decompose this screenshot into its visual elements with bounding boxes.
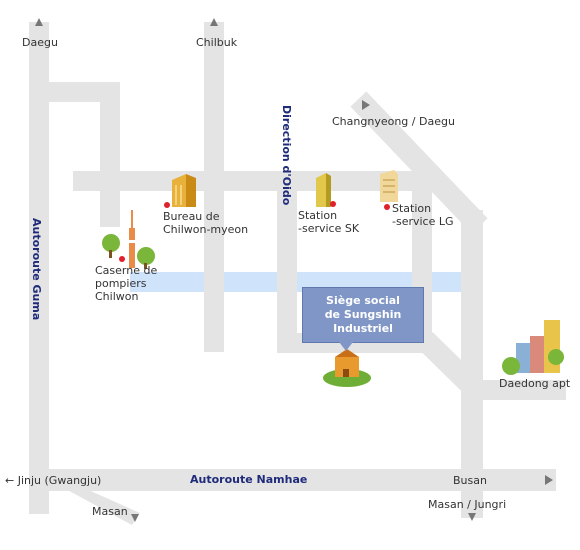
label-fire-line1: Caserne de bbox=[95, 264, 158, 277]
label-direction-oido: Direction d'Oido bbox=[280, 105, 293, 206]
arrow-icon bbox=[362, 100, 370, 110]
tree-icon bbox=[102, 234, 155, 269]
label-bureau-chilwon: Bureau de Chilwon-myeon bbox=[163, 210, 248, 236]
arrow-icon bbox=[210, 18, 218, 26]
callout-line1: Siège social bbox=[326, 294, 400, 307]
label-masan: Masan bbox=[92, 505, 128, 518]
callout-pointer bbox=[339, 342, 353, 351]
label-bureau-line2: Chilwon-myeon bbox=[163, 223, 249, 236]
building-icon bbox=[502, 320, 564, 375]
road-guma bbox=[29, 22, 49, 514]
road-oido bbox=[277, 171, 297, 353]
marker-dot-icon bbox=[119, 256, 125, 262]
label-lg-line2: -service LG bbox=[392, 215, 454, 228]
callout-line2: de Sungshin bbox=[324, 308, 402, 321]
label-sk-line2: -service SK bbox=[298, 222, 360, 235]
building-icon bbox=[172, 174, 196, 207]
label-fire-line2: pompiers bbox=[95, 277, 147, 290]
arrow-icon bbox=[131, 514, 139, 522]
road-namhae bbox=[29, 469, 556, 491]
arrow-icon bbox=[468, 513, 476, 521]
destination-callout: Siège social de Sungshin Industriel bbox=[302, 287, 424, 343]
tower-icon bbox=[128, 210, 136, 268]
label-bureau-line1: Bureau de bbox=[163, 210, 220, 223]
label-sk-line1: Station bbox=[298, 209, 338, 222]
label-fire-station: Caserne de pompiers Chilwon bbox=[95, 264, 157, 303]
label-autoroute-namhae: Autoroute Namhae bbox=[190, 473, 308, 486]
label-changnyeong-daegu: Changnyeong / Daegu bbox=[332, 115, 455, 128]
label-station-sk: Station -service SK bbox=[298, 209, 359, 235]
label-daegu: Daegu bbox=[22, 36, 58, 49]
building-icon bbox=[316, 173, 331, 207]
label-daedong-apt: Daedong apt bbox=[499, 377, 571, 390]
label-busan: Busan bbox=[453, 474, 487, 487]
road-changnyeong bbox=[350, 91, 488, 234]
marker-dot-icon bbox=[330, 201, 336, 207]
label-masan-jungri: Masan / Jungri bbox=[428, 498, 507, 511]
arrow-icon bbox=[545, 475, 553, 485]
label-jinju-gwangju: ← Jinju (Gwangju) bbox=[5, 474, 102, 487]
company-building-icon bbox=[323, 349, 371, 387]
label-chilbuk: Chilbuk bbox=[196, 36, 238, 49]
road-main-horizontal bbox=[73, 171, 425, 191]
road-masan bbox=[49, 480, 140, 525]
label-lg-line1: Station bbox=[392, 202, 432, 215]
label-station-lg: Station -service LG bbox=[392, 202, 454, 228]
arrow-icon bbox=[35, 18, 43, 26]
label-autoroute-guma: Autoroute Guma bbox=[30, 218, 43, 321]
road-daedong bbox=[417, 332, 486, 400]
building-icon bbox=[380, 170, 398, 202]
callout-line3: Industriel bbox=[333, 322, 393, 335]
marker-dot-icon bbox=[164, 202, 170, 208]
marker-dot-icon bbox=[384, 204, 390, 210]
label-fire-line3: Chilwon bbox=[95, 290, 139, 303]
